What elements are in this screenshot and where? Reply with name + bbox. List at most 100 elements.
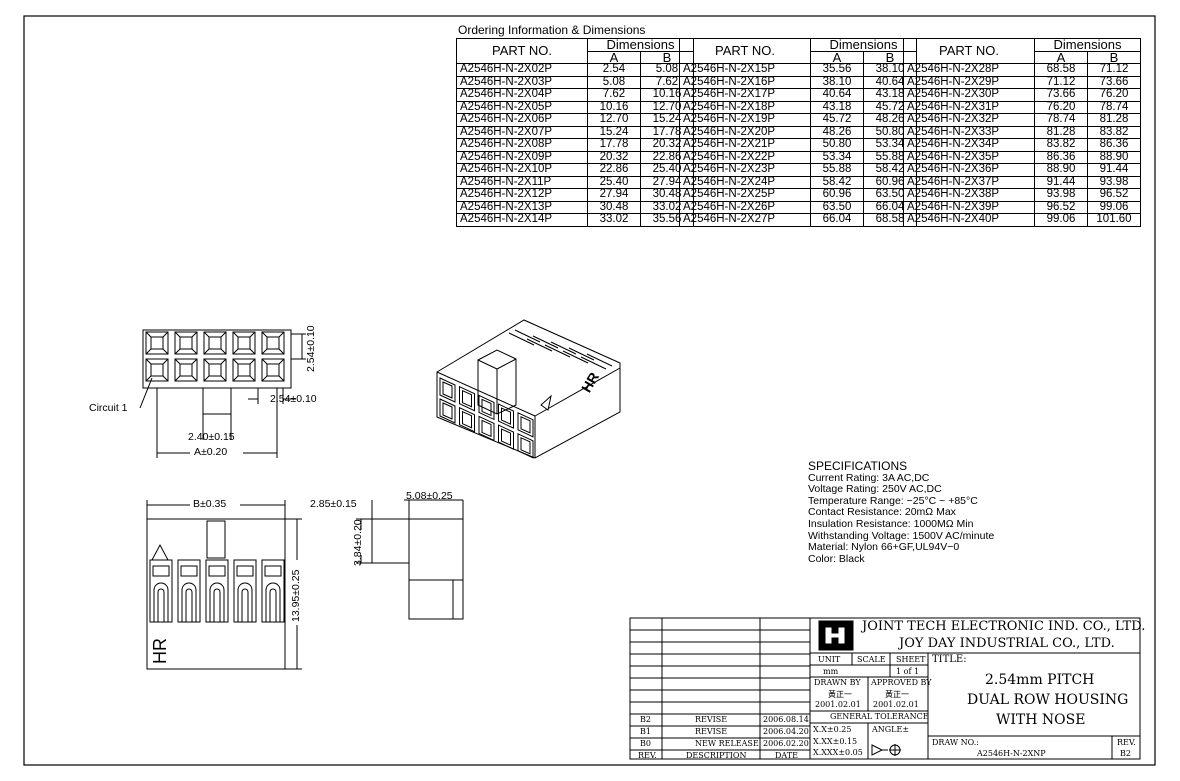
- part-number: A2546H-N-2X16P: [679, 75, 811, 89]
- part-number: A2546H-N-2X30P: [903, 88, 1035, 102]
- dimension-a: 10.16: [587, 100, 641, 114]
- header-part-no: PART NO.: [679, 38, 811, 64]
- iso-cavity: [439, 398, 456, 424]
- terminal-slot: [233, 559, 257, 623]
- dimension-a: 40.64: [810, 88, 864, 102]
- dimension-a: 43.18: [810, 100, 864, 114]
- tolerance-2: X.XX±0.15: [813, 737, 858, 746]
- header-a: A: [1034, 50, 1088, 64]
- drawn-date: 2001.02.01: [815, 700, 861, 709]
- company-name-1: JOINT TECH ELECTRONIC IND. CO., LTD.: [862, 619, 1146, 634]
- spec-line: Withstanding Voltage: 1500V AC/minute: [808, 529, 995, 542]
- part-number: A2546H-N-2X04P: [456, 88, 588, 102]
- contact-cavity: [174, 358, 198, 382]
- part-number: A2546H-N-2X05P: [456, 100, 588, 114]
- part-number: A2546H-N-2X17P: [679, 88, 811, 102]
- part-number: A2546H-N-2X14P: [456, 213, 588, 227]
- part-number: A2546H-N-2X26P: [679, 200, 811, 214]
- description-header: DESCRIPTION: [686, 751, 747, 760]
- revision-date: 2006.04.20: [763, 727, 809, 736]
- title-block: [629, 617, 1141, 760]
- contact-cavity: [232, 358, 256, 382]
- dimension-b: 99.06: [1087, 200, 1141, 214]
- header-dimensions: Dimensions: [587, 38, 694, 52]
- dim-side-depth: 2.85±0.15: [310, 498, 357, 510]
- dimension-a: 71.12: [1034, 75, 1088, 89]
- front-view: [146, 500, 302, 670]
- part-number: A2546H-N-2X19P: [679, 113, 811, 127]
- part-number: A2546H-N-2X31P: [903, 100, 1035, 114]
- dimension-a: 83.82: [1034, 138, 1088, 152]
- part-number: A2546H-N-2X35P: [903, 150, 1035, 164]
- dimension-b: 81.28: [1087, 113, 1141, 127]
- contact-cavity: [145, 331, 169, 355]
- dim-key-width: 2.40±0.15: [188, 431, 235, 443]
- part-number: A2546H-N-2X39P: [903, 200, 1035, 214]
- spec-title: SPECIFICATIONS: [808, 459, 908, 473]
- part-number: A2546H-N-2X18P: [679, 100, 811, 114]
- dimension-b: 88.90: [1087, 150, 1141, 164]
- circuit-label: Circuit 1: [89, 402, 128, 414]
- iso-cavity: [498, 424, 514, 450]
- dimension-b: 83.82: [1087, 125, 1141, 139]
- spec-line: Material: Nylon 66+GF,UL94V−0: [808, 541, 960, 554]
- iso-cavity: [459, 406, 475, 433]
- part-number: A2546H-N-2X27P: [679, 213, 811, 227]
- dimension-a: 78.74: [1034, 113, 1088, 127]
- side-view: [356, 499, 464, 620]
- dim-side-key: 3.84±0.20: [352, 519, 364, 566]
- dimension-a: 55.88: [810, 163, 864, 177]
- header-dimensions: Dimensions: [1034, 38, 1141, 52]
- part-number: A2546H-N-2X32P: [903, 113, 1035, 127]
- dimension-a: 63.50: [810, 200, 864, 214]
- part-number: A2546H-N-2X29P: [903, 75, 1035, 89]
- part-number: A2546H-N-2X34P: [903, 138, 1035, 152]
- header-part-no: PART NO.: [456, 38, 588, 64]
- unit-value: mm: [823, 667, 839, 676]
- dimension-a: 2.54: [587, 63, 641, 77]
- part-number: A2546H-N-2X13P: [456, 200, 588, 214]
- hr-mark: HR: [150, 638, 170, 664]
- drawn-by: 黃正一: [828, 690, 852, 699]
- sheet-value: 1 of 1: [896, 667, 920, 676]
- part-number: A2546H-N-2X24P: [679, 175, 811, 189]
- part-number: A2546H-N-2X28P: [903, 63, 1035, 77]
- tolerance-label: GENERAL TOLERANCE: [830, 712, 929, 721]
- iso-cavity: [478, 394, 495, 421]
- dim-side-width: 5.08±0.25: [406, 490, 453, 502]
- dimension-b: 91.44: [1087, 163, 1141, 177]
- dimension-a: 93.98: [1034, 188, 1088, 202]
- part-number: A2546H-N-2X22P: [679, 150, 811, 164]
- revision-date: 2006.02.20: [763, 739, 809, 748]
- revision-code: B2: [640, 715, 651, 724]
- title-line-2: DUAL ROW HOUSING: [967, 692, 1129, 708]
- isometric-view: [436, 319, 621, 459]
- part-number: A2546H-N-2X23P: [679, 163, 811, 177]
- dim-b: B±0.35: [193, 498, 227, 510]
- contact-cavity: [203, 331, 227, 355]
- dimension-a: 22.86: [587, 163, 641, 177]
- terminal-slot: [177, 559, 201, 623]
- header-part-no: PART NO.: [903, 38, 1035, 64]
- part-number: A2546H-N-2X06P: [456, 113, 588, 127]
- dimension-a: 20.32: [587, 150, 641, 164]
